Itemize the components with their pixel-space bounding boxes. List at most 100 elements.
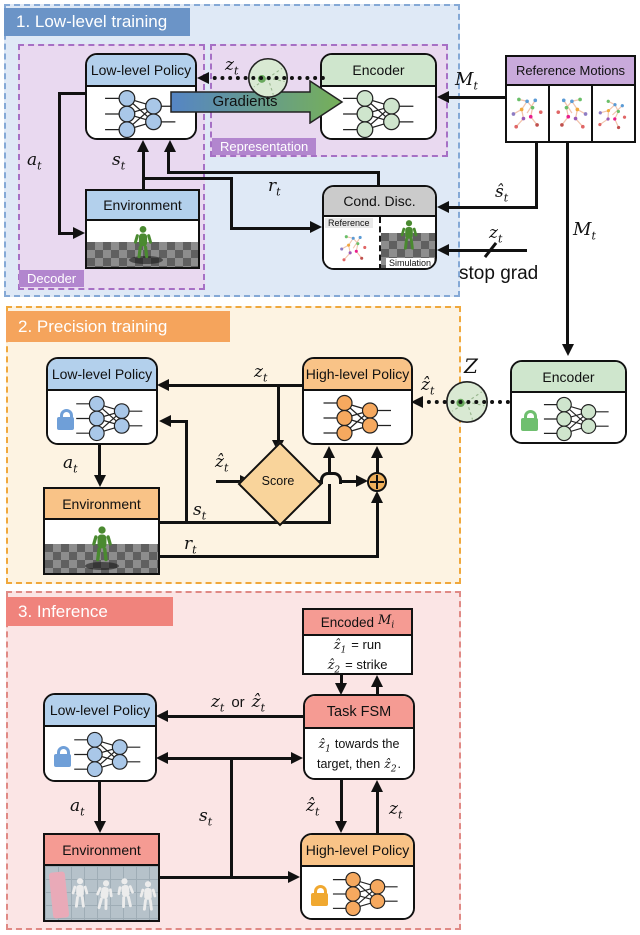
arrowhead <box>73 227 85 239</box>
robot-icon <box>137 879 158 919</box>
line-segment <box>376 503 379 558</box>
fsm-line-2-period: . <box>397 756 402 771</box>
line-segment <box>448 206 538 209</box>
line-segment <box>58 232 75 235</box>
line-segment <box>336 480 358 483</box>
line-segment <box>167 715 303 718</box>
label-z-hat-t: ẑt <box>251 692 266 715</box>
label-z-hat-2: ẑ2 <box>327 657 341 675</box>
robot-icon <box>113 875 139 917</box>
line-segment <box>167 384 302 387</box>
environment-body <box>45 866 158 920</box>
decoder-label: Decoder <box>19 270 85 287</box>
line-segment <box>376 792 379 833</box>
line-segment <box>216 480 242 483</box>
line-segment <box>167 151 170 173</box>
line-segment <box>230 177 233 230</box>
arrowhead <box>371 446 383 458</box>
label-z-hat-1: ẑ1 <box>333 637 347 656</box>
high-level-policy-box-s2: High-level Policy <box>302 357 413 445</box>
label-z-hat-dotted: ẑt <box>421 375 435 398</box>
oplus-icon <box>367 472 387 492</box>
task-fsm-body: ẑ1 towards the target, then ẑ2 . <box>305 729 413 778</box>
figure-shadow <box>85 562 119 570</box>
line-segment <box>142 177 233 180</box>
line-segment <box>170 420 188 423</box>
line-segment <box>58 92 61 235</box>
arrowhead <box>159 415 171 427</box>
arrowhead <box>371 491 383 503</box>
arrowhead <box>94 475 106 487</box>
label-capital-z: Z <box>464 354 478 378</box>
cond-disc-simulation-pane: Simulation <box>378 217 435 268</box>
section-2-title: 2. Precision training <box>6 311 230 342</box>
line-segment <box>340 780 343 823</box>
arrowhead <box>356 475 368 487</box>
reference-motions-header: Reference Motions <box>507 57 634 86</box>
line-segment <box>160 876 290 879</box>
environment-box-s1: Environment <box>85 189 200 269</box>
arrowhead <box>94 821 106 833</box>
line-segment <box>230 227 312 230</box>
arena-scene <box>45 866 158 920</box>
line-segment <box>58 92 87 95</box>
simulation-scene <box>87 221 198 267</box>
lock-icon <box>54 746 71 767</box>
low-level-policy-body <box>48 391 156 443</box>
low-level-policy-body <box>45 727 155 780</box>
representation-label: Representation <box>212 138 317 155</box>
z-hat-dotted-line-s2 <box>419 400 510 404</box>
label-z-t: zt <box>210 692 225 715</box>
neural-network-icon <box>340 89 418 139</box>
arrowhead <box>164 140 176 152</box>
low-level-policy-header: Low-level Policy <box>45 695 155 727</box>
encoded-line-1-text: = run <box>351 636 382 652</box>
label-s-t-s3: st <box>199 806 213 829</box>
line-segment <box>185 420 188 524</box>
neural-network-icon <box>72 731 144 778</box>
label-m-t-s1: Mt <box>455 69 478 93</box>
mocap-scatter-icon <box>551 88 591 140</box>
cond-disc-body: Reference Simulation <box>324 217 435 268</box>
arrowhead <box>437 91 449 103</box>
encoded-prefix: Encoded <box>320 614 375 630</box>
arrowhead <box>335 683 347 695</box>
line-segment <box>448 96 505 99</box>
lock-icon <box>57 409 74 430</box>
stop-grad-label: stop grad <box>459 263 539 284</box>
or-word: or <box>231 694 245 711</box>
low-level-policy-header: Low-level Policy <box>48 359 156 391</box>
encoder-header: Encoder <box>322 55 435 87</box>
encoded-motions-header: Encoded Mi <box>304 610 411 636</box>
s-t-branch-line <box>230 757 233 878</box>
neural-network-icon <box>321 394 395 442</box>
line-segment <box>160 521 331 524</box>
arrowhead <box>156 752 168 764</box>
line-segment <box>98 782 101 823</box>
label-s-hat-t: ŝt <box>495 182 509 205</box>
humanoid-icon <box>89 525 115 570</box>
high-level-policy-header: High-level Policy <box>302 835 413 867</box>
label-m-t-vertical: Mt <box>573 219 596 243</box>
label-z-t-s2: zt <box>254 362 268 385</box>
environment-box-s3: Environment <box>43 833 160 922</box>
humanoid-icon <box>398 219 420 257</box>
encoded-line-1: ẑ1 = run <box>334 636 382 656</box>
line-segment <box>277 384 280 442</box>
z-t-dotted-line-s1 <box>205 76 325 80</box>
label-a-t-s1: at <box>27 150 42 173</box>
neural-network-icon <box>541 396 613 442</box>
arrowhead <box>437 201 449 213</box>
low-level-policy-box-s2: Low-level Policy <box>46 357 158 445</box>
pink-pillar <box>48 871 70 919</box>
arrowhead <box>288 871 300 883</box>
label-z-t-s1: zt <box>225 55 239 78</box>
cond-disc-reference-pane: Reference <box>324 217 379 268</box>
motion-panel <box>507 86 548 143</box>
low-level-policy-header: Low-level Policy <box>87 55 195 87</box>
robot-icon <box>69 876 91 916</box>
line-segment <box>142 150 145 190</box>
z-t-dotted-arrowhead-s1 <box>197 72 209 84</box>
line-segment <box>566 143 569 346</box>
label-z-or-zhat: zt or ẑt <box>186 692 290 714</box>
